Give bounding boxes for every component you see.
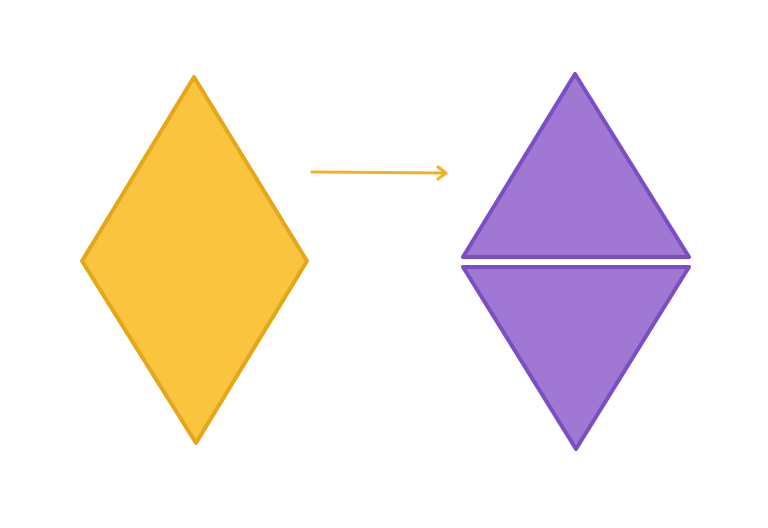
- arrow-shaft: [310, 170, 448, 175]
- yellow-rhombus: [80, 75, 309, 445]
- arrow-head: [436, 165, 448, 181]
- purple-upper-triangle: [461, 72, 691, 259]
- purple-lower-triangle: [461, 265, 691, 451]
- right-arrow-icon: [310, 165, 448, 181]
